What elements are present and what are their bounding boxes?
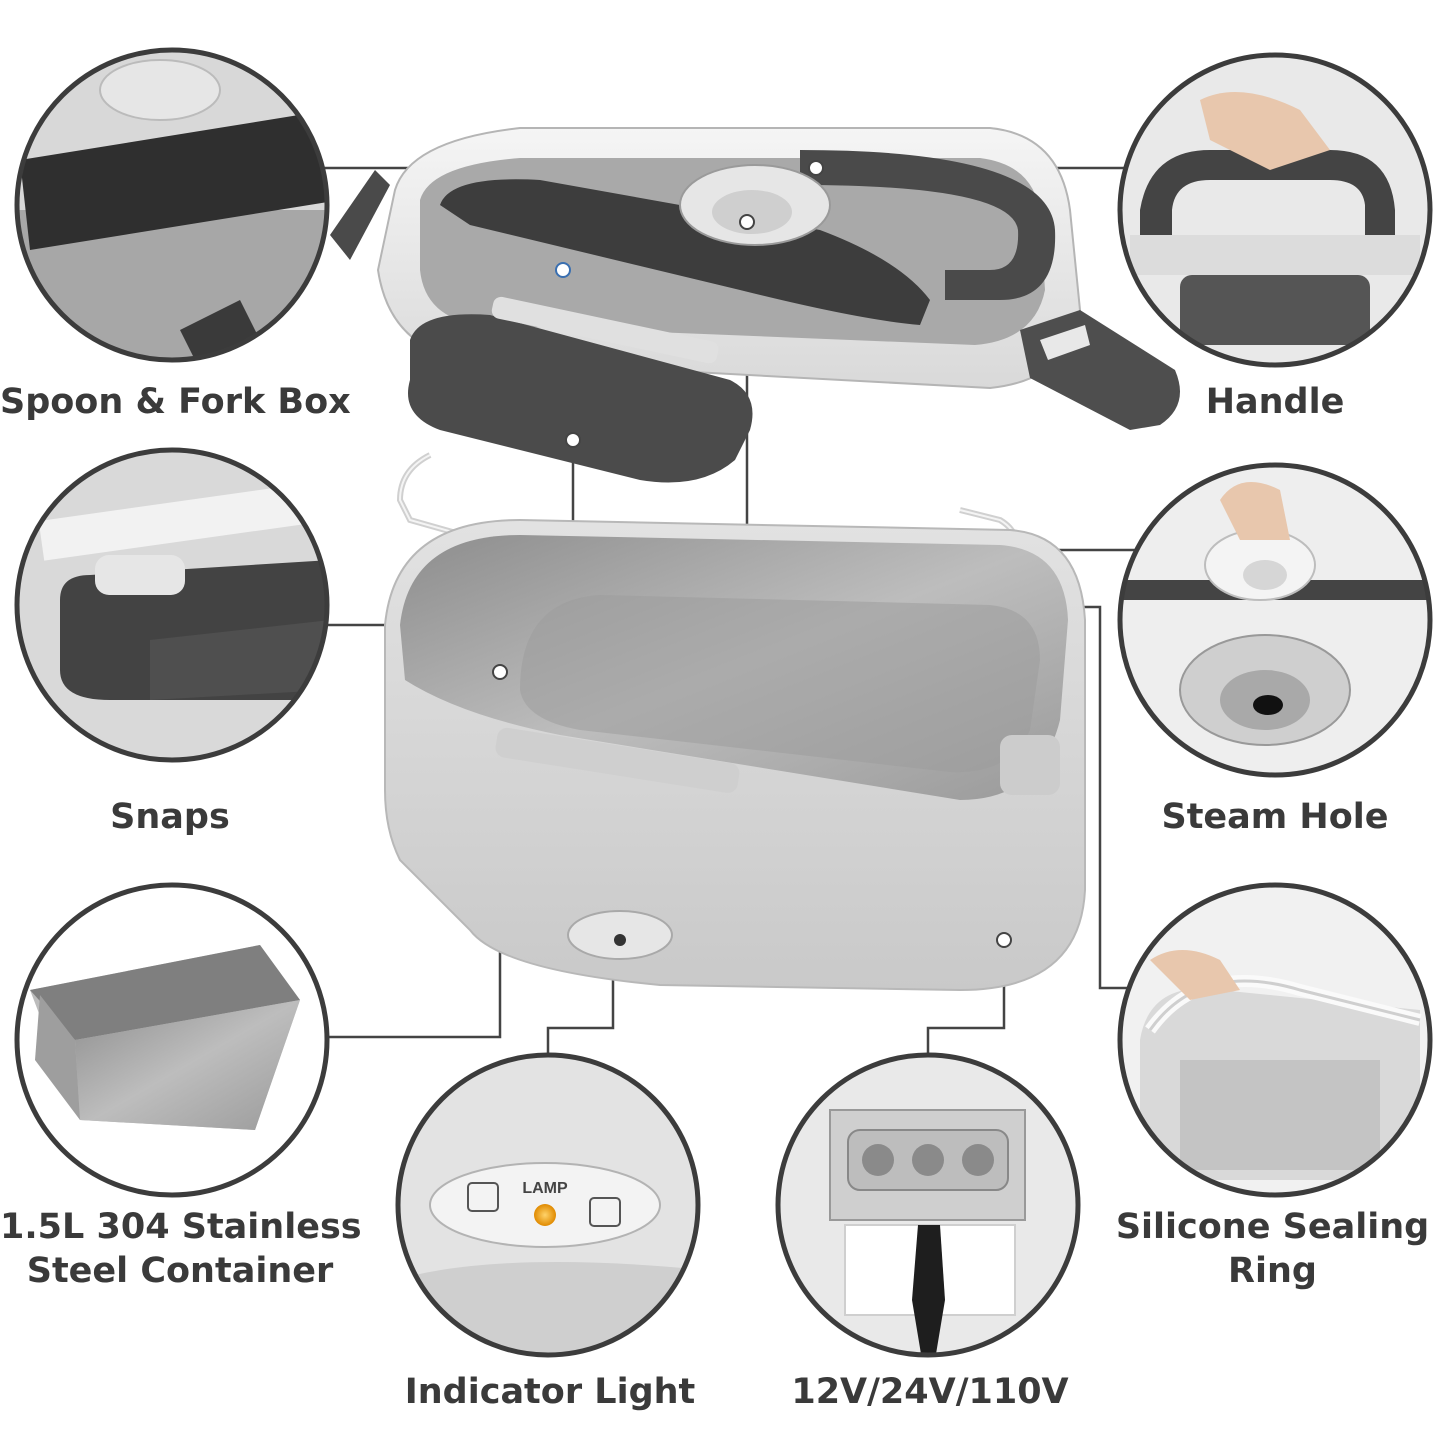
- detail-circle-voltage: [775, 1052, 1081, 1358]
- snap-flap: [408, 296, 753, 483]
- detail-circle-container: [14, 882, 330, 1198]
- label-stainless-container: 1.5L 304 Stainless Steel Container: [0, 1207, 362, 1291]
- detail-circle-spoon-fork: [14, 47, 330, 363]
- label-snaps: Snaps: [110, 797, 230, 837]
- detail-circle-snaps: [14, 447, 330, 763]
- label-spoon-fork-box: Spoon & Fork Box: [0, 382, 351, 422]
- lamp-text: LAMP: [522, 1180, 568, 1197]
- detail-circle-indicator-light: LAMP: [395, 1052, 701, 1358]
- lid: [330, 127, 1180, 430]
- label-voltage: 12V/24V/110V: [791, 1372, 1069, 1412]
- base-body: [384, 518, 1086, 992]
- label-silicone-sealing-ring: Silicone Sealing Ring: [1115, 1207, 1430, 1291]
- detail-circle-handle: [1117, 52, 1433, 368]
- lunch-box-main: [330, 127, 1180, 992]
- detail-circle-steam-hole: [1117, 462, 1433, 778]
- detail-circle-silicone-ring: [1117, 882, 1433, 1198]
- leader-line-indicator: [546, 940, 615, 1058]
- label-handle: Handle: [1205, 382, 1345, 422]
- label-indicator-light: Indicator Light: [404, 1372, 696, 1412]
- label-steam-hole: Steam Hole: [1161, 797, 1389, 837]
